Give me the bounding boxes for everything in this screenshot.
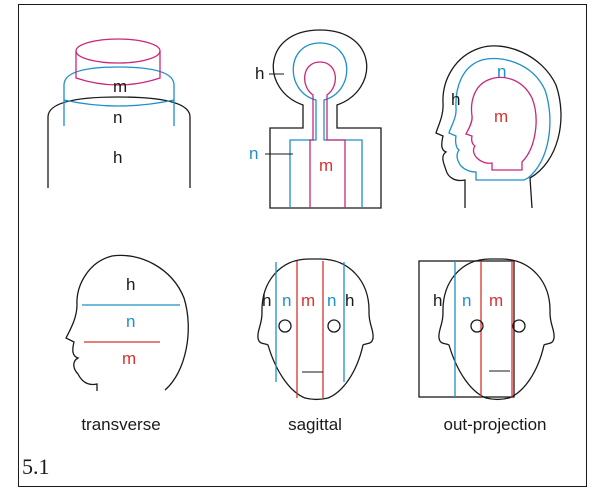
m-cylinder-body: [75, 51, 161, 86]
n-cylinder: [63, 66, 175, 126]
keyhole-label-m: m: [319, 156, 333, 175]
keyhole-h-outline: [269, 29, 382, 209]
m-cylinder-top: [75, 38, 161, 64]
sagittal-label-h-right: h: [345, 291, 354, 310]
head-m-profile: [465, 76, 537, 171]
head-h-profile: [435, 45, 562, 209]
cyl-label-n: n: [113, 108, 122, 127]
transverse-head: [65, 254, 189, 391]
panel-sagittal: h n m n h sagittal: [257, 258, 374, 434]
panel-head-profile: h n m: [435, 45, 562, 209]
figure-number: 5.1: [22, 454, 50, 479]
outproj-head: [438, 258, 555, 401]
outproj-box: [418, 260, 515, 398]
outproj-label-h: h: [433, 291, 442, 310]
caption-out-projection: out-projection: [443, 415, 546, 434]
transverse-label-n: n: [126, 312, 135, 331]
head-label-h: h: [451, 90, 460, 109]
panel-cylinders: m n h: [47, 38, 191, 188]
outproj-right-eye: [512, 319, 526, 333]
sagittal-right-eye: [327, 319, 341, 333]
head-n-profile: [448, 57, 551, 181]
keyhole-n-outline: [289, 42, 363, 208]
sagittal-label-n-right: n: [327, 291, 336, 310]
caption-transverse: transverse: [81, 415, 160, 434]
head-label-n: n: [497, 62, 506, 81]
h-cylinder: [47, 96, 191, 188]
panel-transverse: h n m transverse: [65, 254, 189, 434]
outproj-label-n: n: [462, 291, 471, 310]
panel-keyhole: h n m: [249, 29, 382, 209]
keyhole-label-h: h: [255, 64, 264, 83]
sagittal-label-m-left: m: [301, 291, 315, 310]
panel-out-projection: h n m out-projection: [418, 258, 555, 434]
cyl-label-h: h: [113, 148, 122, 167]
caption-sagittal: sagittal: [288, 415, 342, 434]
sagittal-head: [257, 258, 374, 401]
keyhole-label-n: n: [249, 144, 258, 163]
n-cylinder-rim: [63, 99, 175, 107]
sagittal-label-n-left: n: [282, 291, 291, 310]
transverse-label-h: h: [126, 275, 135, 294]
keyhole-m-outline: [304, 61, 346, 208]
sagittal-label-h-left: h: [262, 291, 271, 310]
outproj-left-eye: [470, 319, 484, 333]
sagittal-left-eye: [278, 319, 292, 333]
cyl-label-m: m: [113, 77, 127, 96]
transverse-label-m: m: [122, 349, 136, 368]
outproj-label-m: m: [489, 291, 503, 310]
figure-frame: [18, 4, 587, 487]
head-label-m: m: [494, 107, 508, 126]
